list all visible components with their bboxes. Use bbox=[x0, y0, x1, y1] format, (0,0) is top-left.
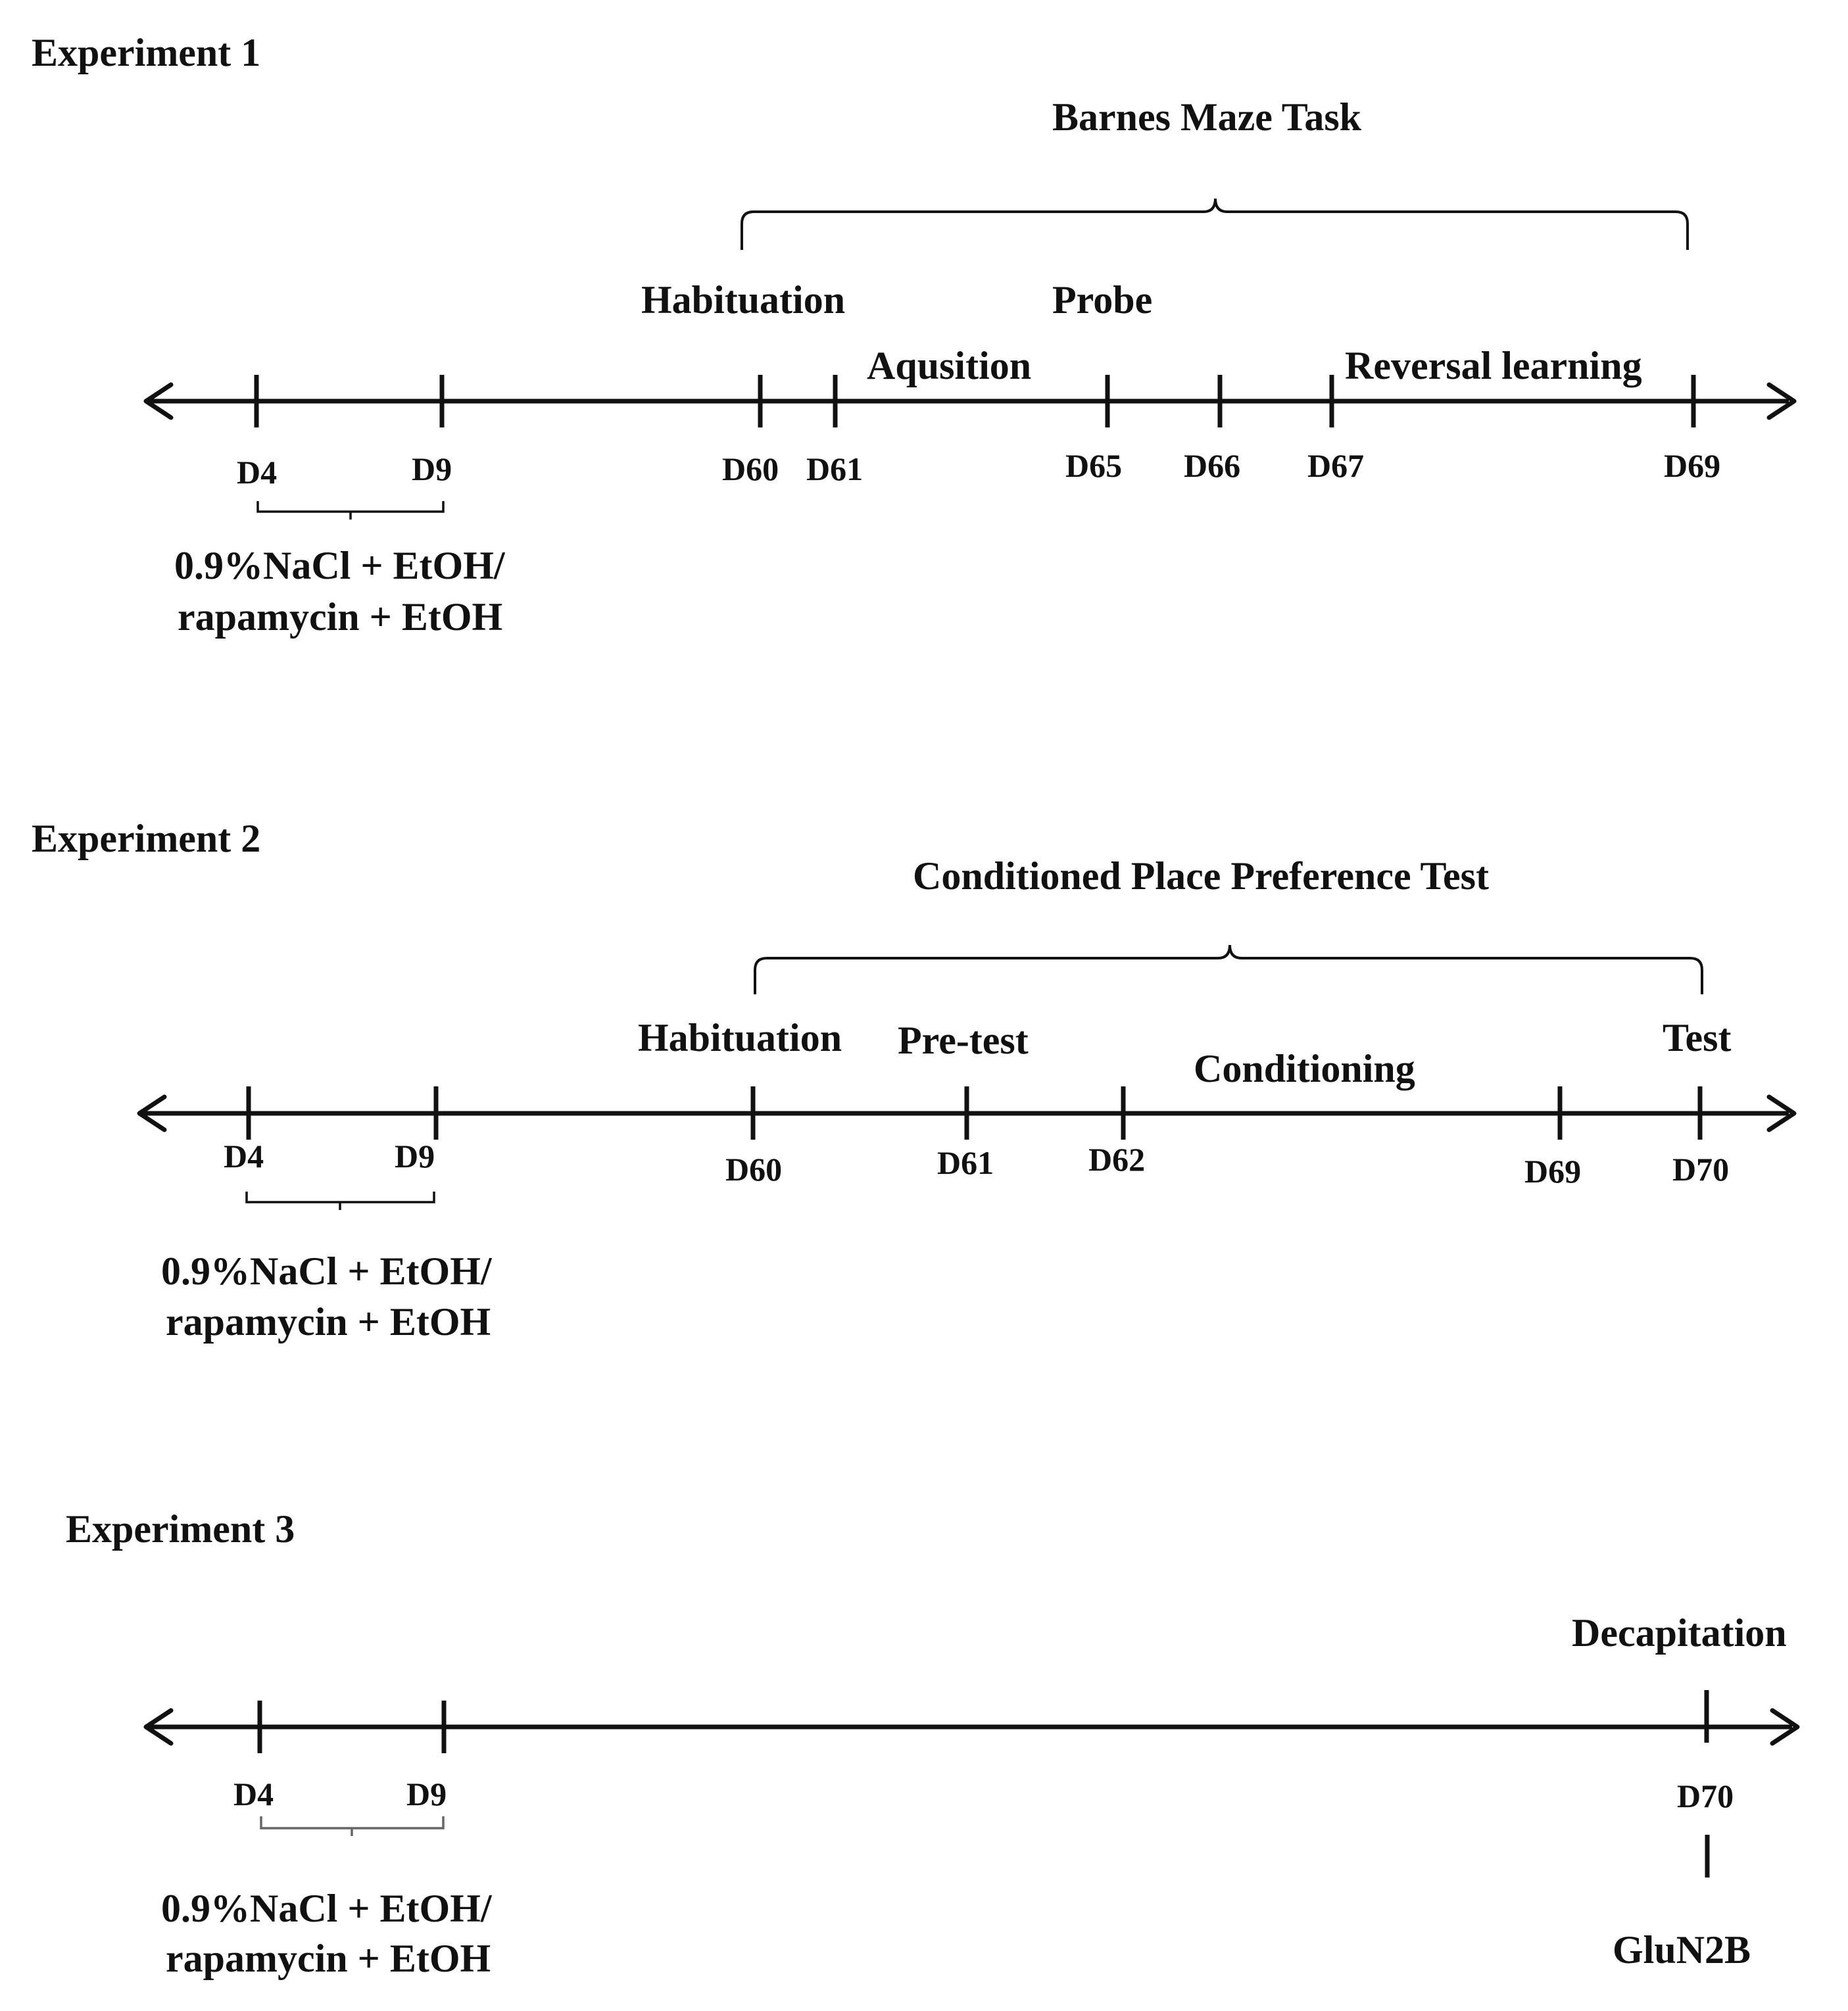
experiment-2-day-d61: D61 bbox=[937, 1144, 994, 1181]
experiment-1-phase-acquisition: Aqusition bbox=[867, 344, 1031, 387]
experiment-1-panel: Experiment 1 Barnes Maze Task Habituatio… bbox=[32, 31, 1797, 639]
experiment-3-treatment-line-2: rapamycin + EtOH bbox=[166, 1937, 491, 1980]
experiment-2-right-arrowhead bbox=[1766, 1094, 1797, 1132]
experiment-1-right-arrowhead bbox=[1766, 382, 1797, 420]
experiment-1-protocol-brace bbox=[741, 198, 1689, 250]
experiment-1-treatment-bracket bbox=[256, 501, 445, 520]
experiment-3-day-d4: D4 bbox=[233, 1776, 274, 1812]
experiment-3-treatment-line-1: 0.9%NaCl + EtOH/ bbox=[161, 1887, 493, 1930]
experiment-2-phase-habituation: Habituation bbox=[638, 1016, 842, 1059]
experiment-2-protocol-brace bbox=[754, 944, 1703, 994]
experiment-1-day-d69: D69 bbox=[1664, 447, 1720, 484]
experiment-2-left-arrowhead bbox=[137, 1094, 167, 1132]
experiment-1-phase-habituation: Habituation bbox=[641, 278, 845, 322]
experiment-1-left-arrowhead bbox=[143, 382, 174, 420]
experiment-3-left-arrowhead bbox=[143, 1708, 174, 1746]
experiment-1-day-d66: D66 bbox=[1184, 447, 1240, 484]
experiment-2-day-d60: D60 bbox=[725, 1151, 782, 1188]
experiment-3-day-d9: D9 bbox=[406, 1776, 447, 1812]
experiment-2-day-d9: D9 bbox=[395, 1138, 435, 1175]
experiment-2-treatment-line-2: rapamycin + EtOH bbox=[166, 1300, 491, 1344]
experiment-1-phase-reversal-learning: Reversal learning bbox=[1345, 344, 1642, 387]
experiment-3-day-d70: D70 bbox=[1677, 1778, 1734, 1814]
experiment-3-right-arrowhead bbox=[1770, 1708, 1800, 1746]
experiment-2-day-d62: D62 bbox=[1088, 1141, 1145, 1178]
experiment-2-panel: Experiment 2 Conditioned Place Preferenc… bbox=[32, 817, 1797, 1344]
experiment-2-heading: Experiment 2 bbox=[32, 817, 260, 860]
experiment-2-day-d4: D4 bbox=[224, 1138, 264, 1175]
experiment-1-day-d65: D65 bbox=[1065, 447, 1122, 484]
experiment-2-day-d69: D69 bbox=[1524, 1153, 1581, 1190]
experiment-1-treatment-line-2: rapamycin + EtOH bbox=[178, 595, 502, 639]
experiment-2-protocol-title: Conditioned Place Preference Test bbox=[913, 854, 1489, 898]
experiment-2-phase-pre-test: Pre-test bbox=[898, 1019, 1029, 1062]
experiment-1-day-d61: D61 bbox=[806, 450, 863, 487]
experiment-1-phase-probe: Probe bbox=[1052, 278, 1152, 322]
experiment-1-day-d67: D67 bbox=[1307, 447, 1364, 484]
experiment-2-day-d70: D70 bbox=[1672, 1151, 1729, 1188]
experiment-1-day-d9: D9 bbox=[412, 450, 452, 487]
experiment-2-phase-conditioning: Conditioning bbox=[1194, 1047, 1415, 1090]
experiment-3-treatment-bracket bbox=[260, 1816, 445, 1836]
experiment-1-treatment-line-1: 0.9%NaCl + EtOH/ bbox=[174, 544, 506, 587]
experiment-2-treatment-line-1: 0.9%NaCl + EtOH/ bbox=[161, 1249, 493, 1293]
experiment-1-day-d4: D4 bbox=[237, 454, 277, 491]
experiment-3-phase-decapitation: Decapitation bbox=[1572, 1611, 1787, 1655]
experiment-1-day-d60: D60 bbox=[722, 450, 779, 487]
experiment-3-heading: Experiment 3 bbox=[66, 1507, 295, 1551]
experiment-1-heading: Experiment 1 bbox=[32, 31, 260, 74]
experiment-3-endpoint-gluN2B: GluN2B bbox=[1613, 1928, 1751, 1972]
experiment-3-panel: Experiment 3 Decapitation D4 D9 D70 0.9%… bbox=[66, 1507, 1800, 1980]
experiment-2-phase-test: Test bbox=[1663, 1016, 1731, 1059]
experiment-1-protocol-title: Barnes Maze Task bbox=[1052, 95, 1362, 139]
experiment-2-treatment-bracket bbox=[245, 1192, 435, 1210]
